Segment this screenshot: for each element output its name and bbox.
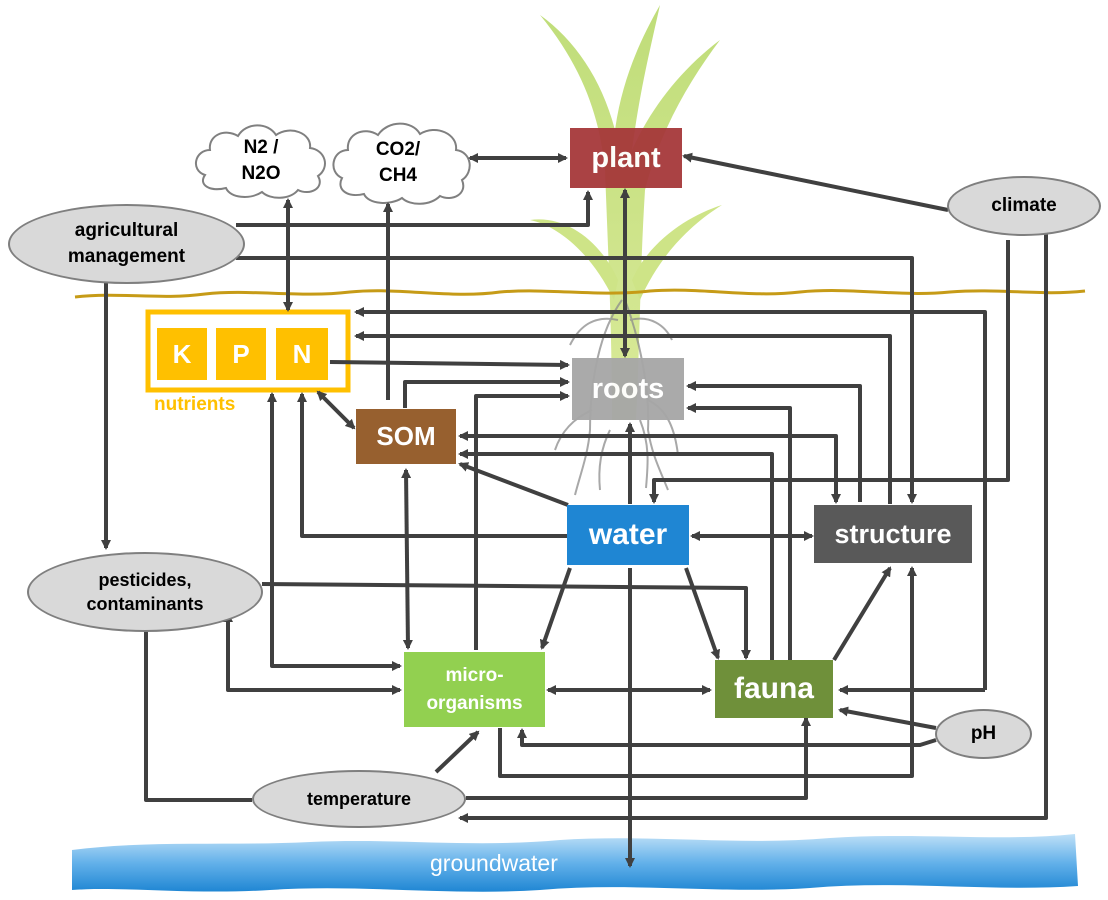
groundwater-label: groundwater	[430, 850, 558, 876]
groundwater-band	[72, 834, 1078, 892]
agricultural-management-oval: agricultural management	[8, 204, 245, 284]
arrow-temperature-pesticides	[141, 620, 252, 802]
arrow-water-som	[458, 462, 569, 507]
arrow-n-roots	[329, 359, 570, 370]
temperature-oval: temperature	[252, 770, 466, 828]
arrow-som-roots	[403, 377, 570, 408]
soil-surface-line	[74, 288, 1086, 299]
nutrient-k-box: K	[157, 328, 207, 380]
arrow-climate-water	[649, 240, 1010, 504]
arrow-fauna-roots	[686, 403, 792, 660]
co2-ch4-label: CO2/ CH4	[375, 139, 421, 186]
fauna-box: fauna	[715, 660, 833, 718]
arrow-temperature-fauna	[466, 716, 811, 800]
arrow-pesticides-micro	[223, 612, 402, 695]
arrow-pesticides-fauna	[261, 582, 751, 660]
arrow-micro-structure	[498, 566, 917, 778]
structure-box: structure	[814, 505, 972, 563]
climate-oval: climate	[947, 176, 1101, 236]
arrow-structure-nutrients	[354, 331, 892, 504]
nutrients-label: nutrients	[154, 394, 236, 415]
arrow-management-plant	[236, 190, 593, 227]
arrow-water-micro	[539, 567, 572, 650]
arrow-micro-roots	[474, 391, 570, 650]
arrow-structure-roots	[686, 381, 862, 502]
arrow-water-fauna	[684, 567, 721, 660]
cloud-shape-n2	[195, 124, 326, 199]
arrow-ph-micro	[517, 728, 937, 747]
nutrient-n-box: N	[276, 328, 328, 380]
arrow-management-structure	[236, 256, 917, 504]
roots-box: roots	[572, 358, 684, 420]
ph-oval: pH	[935, 709, 1032, 759]
arrow-som-micro	[401, 468, 413, 650]
arrow-climate-plant	[682, 152, 949, 212]
nutrient-p-box: P	[216, 328, 266, 380]
pesticides-contaminants-oval: pesticides, contaminants	[27, 552, 263, 632]
arrow-fauna-structure	[832, 566, 892, 662]
arrow-temperature-micro	[434, 730, 480, 774]
water-box: water	[567, 505, 689, 565]
som-box: SOM	[356, 409, 456, 464]
arrow-fauna-nutrients-top	[354, 307, 987, 690]
n2-n2o-label: N2 / N2O	[241, 137, 281, 184]
connectors	[101, 152, 1048, 868]
microorganisms-box: micro- organisms	[404, 652, 545, 727]
plant-box: plant	[570, 128, 682, 188]
arrow-n-som	[316, 390, 356, 430]
arrow-climate-temperature	[458, 232, 1048, 823]
arrow-ph-fauna	[838, 706, 937, 730]
arrow-fauna-som	[458, 449, 774, 660]
